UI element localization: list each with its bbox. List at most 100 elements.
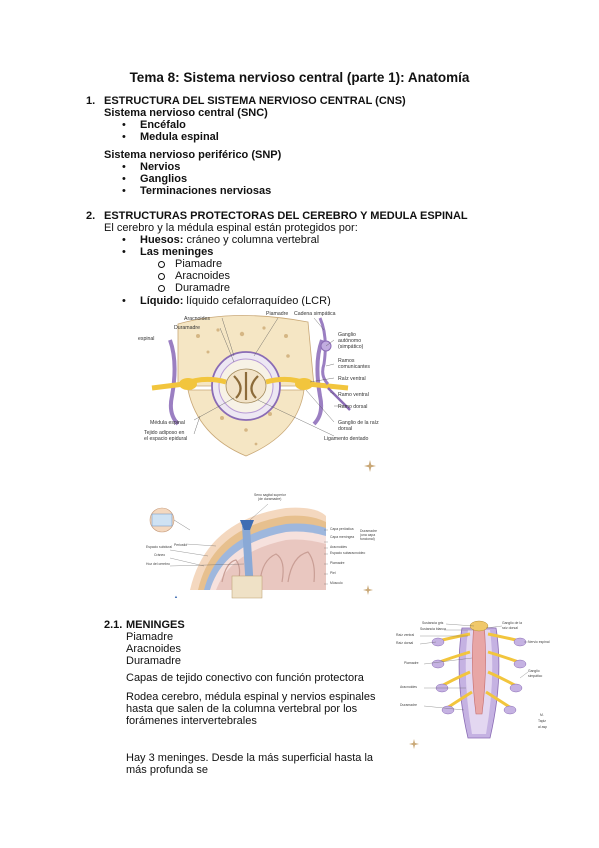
fig1-label-ganglio-raiz-1: Ganglio de la raíz: [338, 420, 379, 426]
brain-meninges-figure: Seno sagital superior (de duramadre) Per…: [146, 490, 382, 602]
svg-text:▲: ▲: [174, 594, 178, 599]
fig2-label-hoz: Hoz del cerebro: [146, 562, 170, 566]
fig1-label-ganglio-autonomo-2: autónomo: [338, 338, 361, 344]
meninges-paragraph-1: Capas de tejido conectivo con función pr…: [126, 672, 364, 684]
fig3-label-nervio: Nervio espinal: [528, 640, 550, 644]
fig1-side-label: espinal: [138, 336, 154, 342]
liquido-label: Líquido:: [140, 295, 184, 307]
snp-item: Nervios: [140, 161, 181, 173]
section-1-number: 1.: [86, 95, 96, 107]
fig2-label-piel: Piel: [330, 571, 336, 575]
fig1-label-ganglio-raiz-2: dorsal: [338, 426, 352, 432]
fig3-label-ganglio-1: Ganglio de la: [502, 621, 522, 625]
section-21-number: 2.1.: [104, 619, 123, 631]
fig2-label-capa-perio: Capa perióstica: [330, 527, 354, 531]
fig2-label-duramadre-2b: funcional): [360, 537, 375, 541]
fig3-label-tapiz-3: al asp: [538, 725, 547, 729]
circle-bullet-icon: [158, 261, 165, 268]
page-title: Tema 8: Sistema nervioso central (parte …: [129, 70, 470, 85]
fig1-label-medula: Médula espinal: [150, 420, 185, 426]
fig2-label-seno-1: Seno sagital superior: [254, 493, 287, 497]
fig3-label-aracnoides: Aracnoides: [400, 685, 417, 689]
meninge-item: Piamadre: [175, 258, 223, 270]
bullet-icon: •: [122, 119, 126, 131]
bullet-icon: •: [122, 173, 126, 185]
fig3-label-ganglio-simp-1: Ganglio: [528, 669, 540, 673]
meninges-paragraph-2-line: forámenes intervertebrales: [126, 715, 257, 727]
fig3-label-raiz-ventral: Raíz ventral: [396, 633, 414, 637]
fig1-label-aracnoides: Aracnoides: [184, 316, 210, 322]
fig2-label-periostio: Periostio: [174, 543, 187, 547]
bullet-icon: •: [122, 246, 126, 258]
snc-heading: Sistema nervioso central (SNC): [104, 107, 268, 119]
circle-bullet-icon: [158, 273, 165, 280]
fig2-label-aracnoides: Aracnoides: [330, 545, 347, 549]
liquido-text: líquido cefalorraquídeo (LCR): [183, 295, 331, 307]
snc-item: Medula espinal: [140, 131, 219, 143]
fig1-label-piamadre: Piamadre: [266, 311, 288, 317]
fig2-label-capa-mening: Capa meníngea: [330, 535, 354, 539]
huesos-label: Huesos:: [140, 234, 184, 246]
fig3-label-ganglio-simp-2: simpático: [528, 674, 542, 678]
fig3-label-tapiz-2: Tapiz: [538, 719, 546, 723]
fig3-label-duramadre: Duramadre: [400, 703, 417, 707]
fig1-label-ramos-1: Ramos: [338, 358, 355, 364]
fig3-label-raiz-dorsal: Raíz dorsal: [396, 641, 413, 645]
section-1: 1. ESTRUCTURA DEL SISTEMA NERVIOSO CENTR…: [86, 95, 586, 205]
fig3-label-sust-blanca: Sustancia blanca: [420, 627, 446, 631]
snc-item: Encéfalo: [140, 119, 186, 131]
meninges-paragraph-3-line: más profunda se: [126, 764, 208, 776]
fig2-label-espacio-subd: Espacio subdural: [146, 545, 172, 549]
meninges-paragraph-2-line: Rodea cerebro, médula espinal y nervios …: [126, 691, 376, 703]
fig1-label-raiz-ventral: Raíz ventral: [338, 376, 366, 382]
fig1-label-tejido-1: Tejido adiposo en: [144, 430, 184, 436]
bullet-icon: •: [122, 161, 126, 173]
meninges-list-item: Piamadre: [126, 631, 174, 643]
meninges-paragraph-3-line: Hay 3 meninges. Desde la más superficial…: [126, 752, 374, 764]
bullet-icon: •: [122, 295, 126, 307]
compass-icon: [363, 585, 373, 595]
fig1-label-ramo-ventral: Ramo ventral: [338, 392, 369, 398]
compass-icon: [364, 460, 376, 472]
fig3-label-piamadre: Piamadre: [404, 661, 419, 665]
liquido-item: Líquido: líquido cefalorraquídeo (LCR): [140, 295, 331, 308]
section-2-intro: El cerebro y la médula espinal están pro…: [104, 222, 358, 234]
spinal-cord-cross-section-figure: Aracnoides Duramadre Piamadre Cadena sim…: [138, 306, 388, 474]
fig2-label-espacio-sub: Espacio subaracnoideo: [330, 551, 365, 555]
bullet-icon: •: [122, 131, 126, 143]
fig1-label-ganglio-autonomo-1: Ganglio: [338, 332, 356, 338]
spinal-meninges-figure: Sustancia gris Sustancia blanca Raíz ven…: [390, 618, 560, 754]
snp-item: Ganglios: [140, 173, 188, 185]
fig1-label-ganglio-autonomo-3: (simpático): [338, 344, 364, 350]
meninges-label: Las meninges: [140, 246, 214, 258]
meninge-item: Duramadre: [175, 282, 231, 294]
section-2-number: 2.: [86, 210, 96, 222]
fig3-label-sust-gris: Sustancia gris: [422, 621, 444, 625]
compass-icon: [409, 739, 419, 749]
fig1-label-ramo-dorsal: Ramo dorsal: [338, 404, 367, 410]
meninges-list-item: Duramadre: [126, 655, 182, 667]
huesos-item: Huesos: cráneo y columna vertebral: [140, 234, 319, 247]
snp-item: Terminaciones nerviosas: [140, 185, 272, 197]
fig2-label-seno-2: (de duramadre): [258, 497, 281, 501]
fig3-label-tapiz-1: M.: [540, 713, 544, 717]
fig3-label-ganglio-2: raíz dorsal: [502, 626, 518, 630]
fig1-label-ligamento: Ligamento dentado: [324, 436, 369, 442]
fig2-label-duramadre: Duramadre: [360, 529, 377, 533]
fig1-label-ramos-2: comunicantes: [338, 364, 370, 370]
bullet-icon: •: [122, 234, 126, 246]
snp-heading: Sistema nervioso periférico (SNP): [104, 149, 282, 161]
fig1-label-tejido-2: el espacio epidural: [144, 436, 187, 442]
fig2-label-musculo: Músculo: [330, 581, 343, 585]
section-1-heading: ESTRUCTURA DEL SISTEMA NERVIOSO CENTRAL …: [104, 95, 406, 107]
section-2: 2. ESTRUCTURAS PROTECTORAS DEL CEREBRO Y…: [86, 210, 586, 224]
huesos-text: cráneo y columna vertebral: [183, 234, 320, 246]
meninge-item: Aracnoides: [175, 270, 231, 282]
bullet-icon: •: [122, 185, 126, 197]
circle-bullet-icon: [158, 285, 165, 292]
fig2-label-piamadre: Piamadre: [330, 561, 345, 565]
meninges-list-item: Aracnoides: [126, 643, 182, 655]
fig1-label-duramadre: Duramadre: [174, 325, 200, 331]
fig2-label-craneo: Cráneo: [154, 553, 165, 557]
